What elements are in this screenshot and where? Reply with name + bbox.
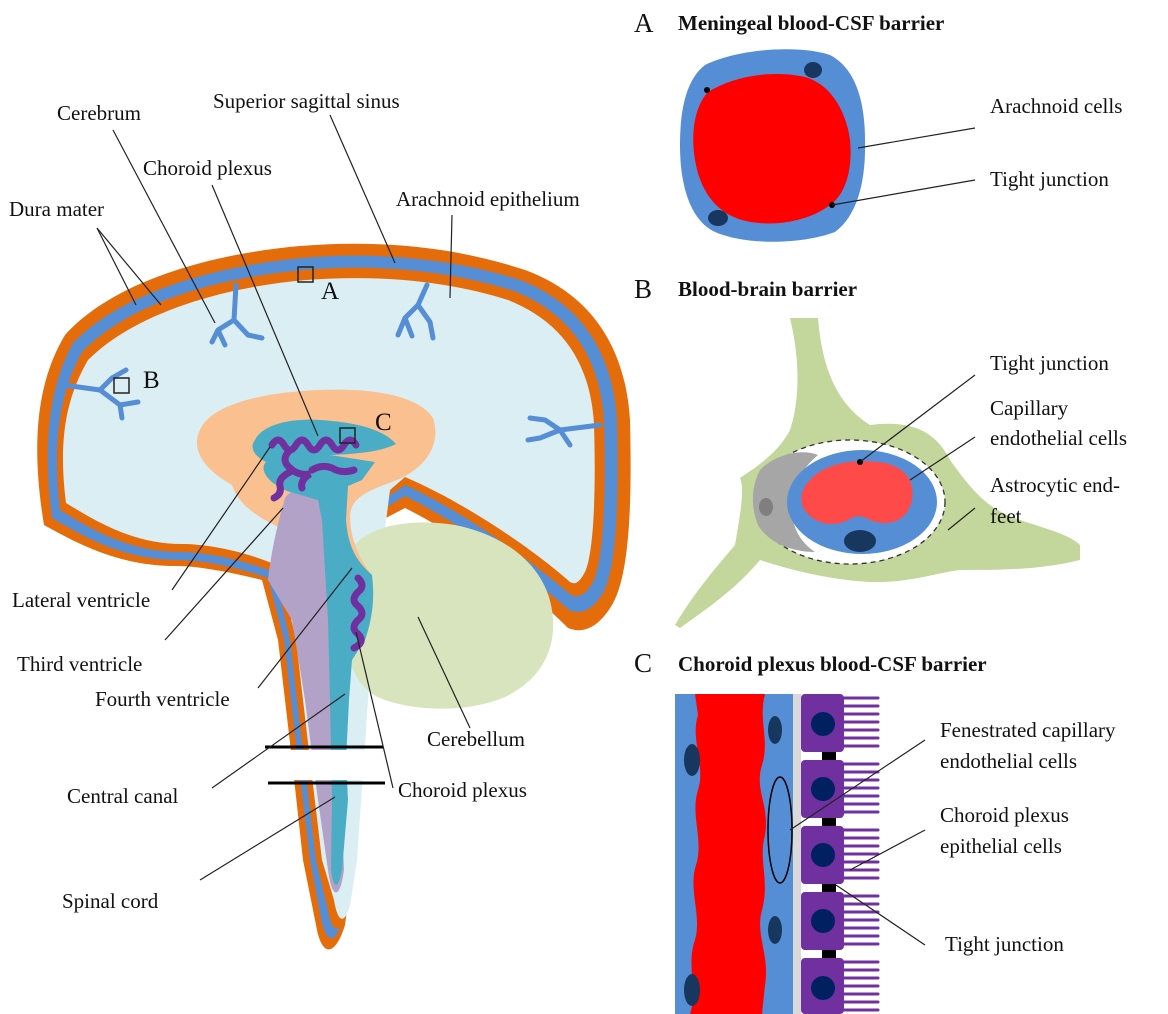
panel-a-title: Meningeal blood-CSF barrier [678,11,944,35]
panel-b-title: Blood-brain barrier [678,277,857,301]
choroid-capillary-lumen [690,694,766,1014]
choroid-epithelial-cells [801,694,878,1014]
epithelial-cell [801,892,844,950]
panel-c-letter: C [634,648,652,678]
panel-a-letter: A [634,8,654,38]
pericyte-nucleus [759,498,773,516]
label-central-canal: Central canal [67,784,179,808]
label-capillary-line1: Capillary [990,396,1069,420]
label-fourth-ventricle: Fourth ventricle [95,687,230,711]
meningeal-capillary-lumen [693,74,850,224]
label-tight-junction-b: Tight junction [990,351,1109,375]
label-arachnoid-cells: Arachnoid cells [990,94,1122,118]
marker-letter-a: A [321,278,339,305]
marker-letter-b: B [143,367,160,394]
label-capillary-line2: endothelial cells [990,426,1127,450]
label-dura-mater: Dura mater [9,197,104,221]
arachnoid-nucleus-1 [804,62,822,78]
label-cerebellum: Cerebellum [427,727,525,751]
marker-letter-c: C [375,409,392,436]
label-lateral-ventricle: Lateral ventricle [12,588,150,612]
label-astrocytic-line2: feet [990,504,1022,528]
epithelial-cell [801,958,844,1014]
panel-c: C Choroid plexus blood-CSF barrier [634,648,1116,1014]
tight-junction-dot-a1 [704,87,710,93]
epithelial-cell [801,694,844,752]
label-tight-junction-a: Tight junction [990,167,1109,191]
label-fenestrated-line1: Fenestrated capillary [940,718,1116,742]
label-spinal-cord: Spinal cord [62,889,159,913]
panel-b-letter: B [634,274,652,304]
label-astrocytic-line1: Astrocytic end- [990,473,1120,497]
label-third-ventricle: Third ventricle [17,652,142,676]
panel-b: B Blood-brain barrier Tight junction Cap… [634,274,1127,628]
label-choroid-plexus-bottom: Choroid plexus [398,778,527,802]
panel-c-title: Choroid plexus blood-CSF barrier [678,652,987,676]
endothelial-nucleus [844,530,876,552]
label-tight-junction-c: Tight junction [945,932,1064,956]
label-arachnoid-epithelium: Arachnoid epithelium [396,187,580,211]
epithelial-cell [801,760,844,818]
panel-a: A Meningeal blood-CSF barrier Arachnoid … [634,8,1122,242]
label-superior-sagittal-sinus: Superior sagittal sinus [213,89,400,113]
epithelial-cell [801,826,844,884]
interstitium [793,694,801,1014]
cut-gap [280,750,380,780]
label-choroid-plexus-top: Choroid plexus [143,156,272,180]
label-fenestrated-line2: endothelial cells [940,749,1077,773]
label-cerebrum: Cerebrum [57,101,141,125]
label-choroid-epithelial-line2: epithelial cells [940,834,1062,858]
arachnoid-nucleus-2 [708,210,728,226]
label-choroid-epithelial-line1: Choroid plexus [940,803,1069,827]
